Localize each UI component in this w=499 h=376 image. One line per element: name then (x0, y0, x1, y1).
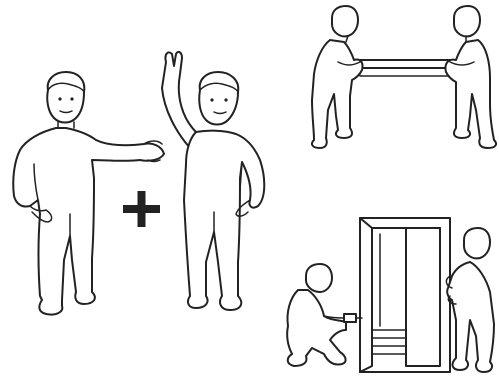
wardrobe-scene (287, 218, 494, 372)
carrying-scene (312, 6, 496, 148)
carrier-left-body (312, 40, 363, 148)
kneeling-person-body (287, 290, 346, 366)
person-waving (162, 52, 264, 310)
person-pointing-eye-right (70, 97, 73, 100)
plus-icon (123, 191, 160, 227)
person-pointing-head (47, 72, 84, 123)
screwdriver-icon (344, 314, 356, 322)
wardrobe-holder-head (464, 228, 490, 258)
person-waving-body (184, 131, 264, 310)
carrier-right-body (445, 40, 496, 148)
person-waving-eye-left (210, 98, 213, 101)
wardrobe-holder-body (447, 262, 494, 372)
carrier-left-head (332, 6, 358, 36)
carrier-right-head (454, 6, 480, 36)
kneeling-person-head (306, 264, 332, 292)
plus-vertical (138, 191, 146, 227)
person-pointing-eye-left (58, 97, 61, 100)
person-waving-head (199, 72, 238, 125)
person-waving-eye-right (224, 98, 227, 101)
